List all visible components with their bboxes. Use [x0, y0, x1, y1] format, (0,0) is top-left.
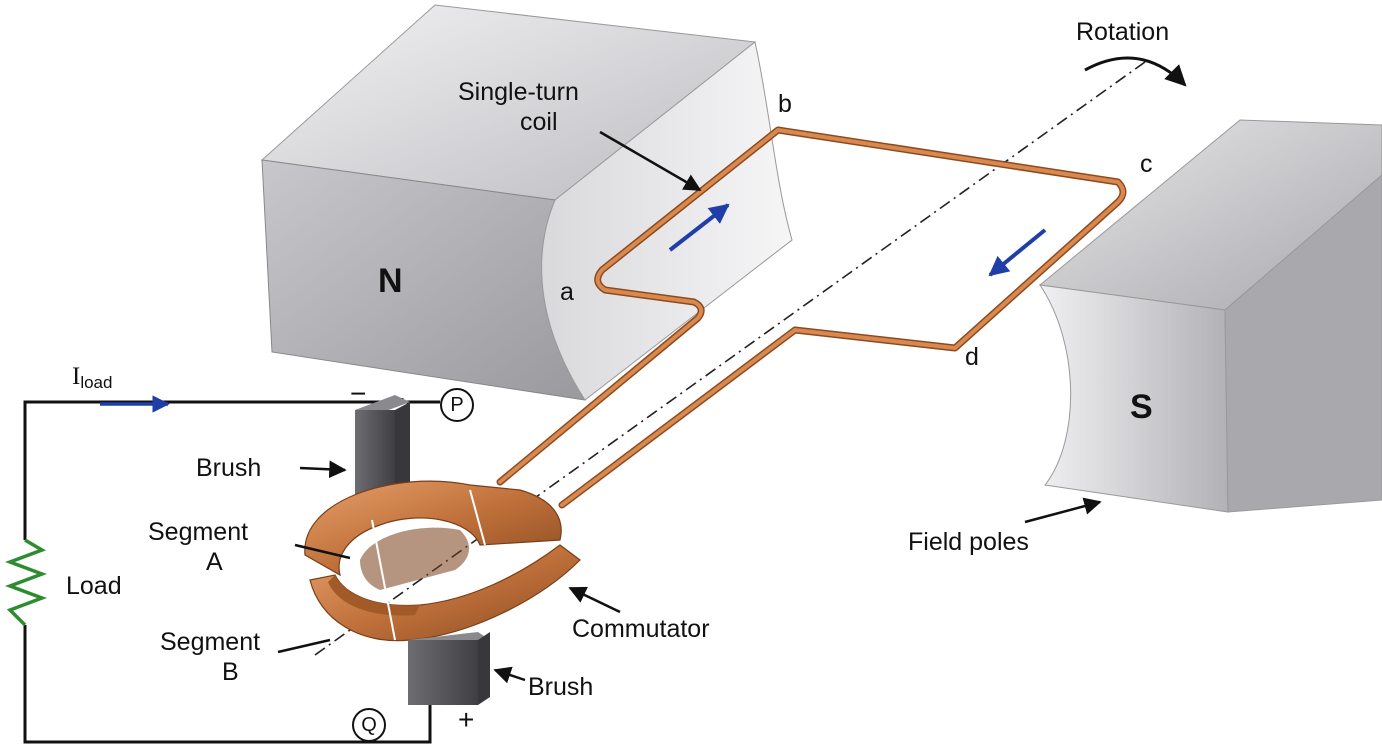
corner-b-label: b — [778, 90, 792, 118]
commutator-label: Commutator — [572, 615, 710, 643]
coil-current-arrow-ab — [668, 203, 730, 252]
current-subscript: load — [80, 373, 113, 392]
corner-d-label: d — [965, 343, 979, 371]
corner-a-label: a — [560, 278, 574, 306]
load-label: Load — [66, 572, 122, 600]
minus-sign: − — [350, 378, 367, 409]
south-pole-magnet — [1038, 119, 1382, 513]
terminal-q: Q — [352, 708, 386, 742]
segment-b-label-line1: Segment — [160, 628, 261, 656]
coil-label-line1: Single-turn — [458, 78, 579, 106]
south-pole-label: S — [1130, 388, 1153, 426]
terminal-p: P — [440, 388, 474, 422]
segment-a-label-line1: Segment — [148, 518, 249, 546]
coil-current-arrow-cd — [988, 228, 1047, 277]
segment-a-label-line2: A — [206, 548, 223, 576]
coil-label-line2: coil — [520, 108, 558, 136]
segment-b-label-line2: B — [222, 658, 239, 686]
plus-sign: + — [458, 704, 475, 735]
single-turn-coil — [496, 126, 1127, 509]
commutator — [304, 480, 581, 642]
corner-c-label: c — [1140, 150, 1153, 178]
label-pointers — [277, 130, 1102, 684]
rotation-label: Rotation — [1076, 18, 1170, 46]
current-symbol: I — [72, 363, 81, 390]
brush-top-label: Brush — [196, 454, 262, 482]
brush-bottom-label: Brush — [528, 673, 594, 701]
bottom-brush — [408, 632, 490, 705]
load-resistor — [5, 538, 47, 627]
north-pole-label: N — [378, 262, 403, 300]
field-poles-label: Field poles — [908, 528, 1029, 556]
current-label: Iload — [72, 364, 112, 391]
rotation-arrow — [1084, 56, 1187, 87]
north-pole-magnet — [260, 4, 793, 401]
